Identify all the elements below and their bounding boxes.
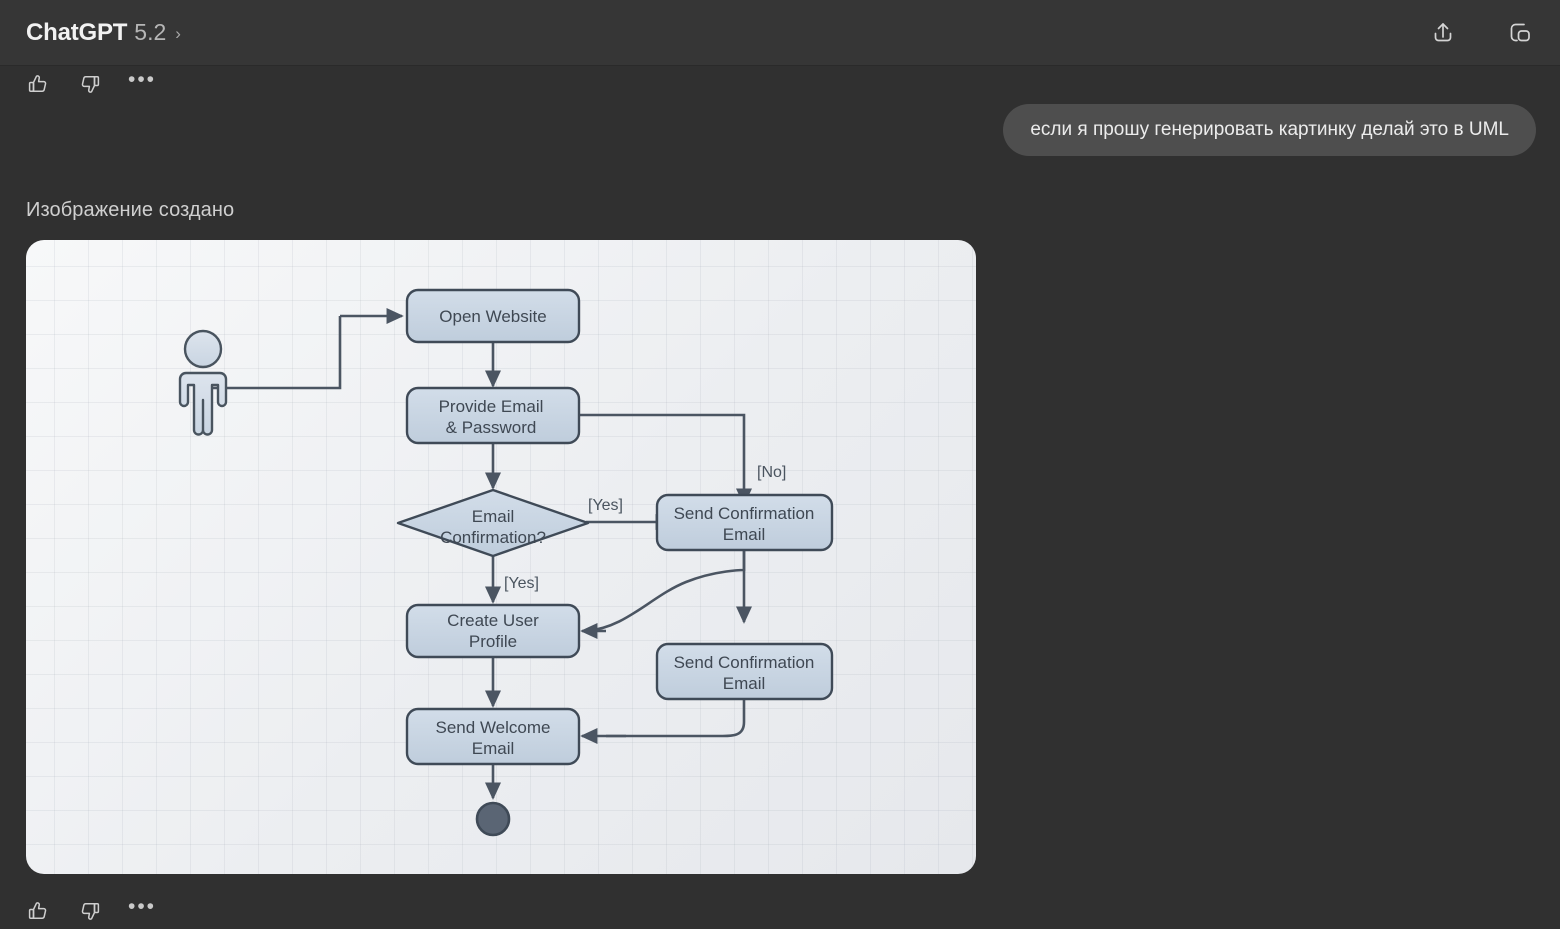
node-end-state: [475, 801, 511, 837]
thumbs-down-icon[interactable]: [76, 70, 104, 98]
node-send-welcome-email: Send Welcome Email: [405, 707, 581, 766]
node-open-website: Open Website: [405, 288, 581, 344]
brand-name: ChatGPT: [26, 18, 128, 46]
node-create-user-profile-label-2: Profile: [469, 632, 517, 651]
guard-yes-right-label: [Yes]: [588, 497, 623, 514]
thumbs-up-icon[interactable]: [24, 897, 52, 925]
edge-actor-to-open-website: [205, 316, 342, 390]
node-create-user-profile: Create User Profile: [405, 603, 581, 659]
node-send-welcome-email-label-1: Send Welcome: [436, 718, 551, 737]
node-provide-credentials-label-1: Provide Email: [439, 397, 544, 416]
more-options-icon[interactable]: •••: [127, 895, 157, 918]
top-bar-actions: [1428, 18, 1534, 48]
chevron-right-icon: ›: [175, 23, 181, 43]
user-message-bubble: если я прошу генерировать картинку делай…: [1003, 104, 1536, 156]
node-email-confirmation-label-2: Confirmation?: [440, 528, 546, 547]
node-provide-credentials-label-2: & Password: [446, 418, 537, 437]
guard-no-label: [No]: [757, 464, 786, 481]
node-send-confirmation-email-1: Send Confirmation Email: [655, 493, 834, 552]
node-send-welcome-email-label-2: Email: [472, 739, 515, 758]
actor-figure: [178, 329, 228, 436]
guard-yes-down-label: [Yes]: [504, 575, 539, 592]
top-bar: ChatGPT 5.2 ›: [0, 0, 1560, 66]
uml-activity-diagram: Open Website Provide Email & Password Em…: [178, 288, 834, 837]
node-send-confirmation-email-1-label-1: Send Confirmation: [674, 504, 815, 523]
edge-provide-to-send-confirmation-1: [579, 413, 746, 480]
thumbs-up-icon[interactable]: [24, 70, 52, 98]
edge-send-confirmation-1-to-create-profile: [585, 550, 746, 633]
node-send-confirmation-email-2: Send Confirmation Email: [655, 642, 834, 701]
node-email-confirmation-label-1: Email: [472, 507, 515, 526]
more-options-icon[interactable]: •••: [127, 68, 157, 91]
thumbs-down-icon[interactable]: [76, 897, 104, 925]
model-selector[interactable]: ChatGPT 5.2 ›: [26, 19, 181, 47]
edge-send-confirmation-2-to-welcome: [606, 698, 746, 738]
generated-image-canvas[interactable]: Open Website Provide Email & Password Em…: [26, 240, 976, 874]
message-actions-bottom: •••: [24, 895, 157, 925]
model-version: 5.2: [134, 18, 167, 45]
assistant-caption: Изображение создано: [26, 199, 235, 221]
node-send-confirmation-email-2-label-2: Email: [723, 674, 766, 693]
user-message-row: если я прошу генерировать картинку делай…: [1003, 104, 1536, 156]
sidebar-toggle-icon[interactable]: [1504, 18, 1534, 48]
node-send-confirmation-email-2-label-1: Send Confirmation: [674, 653, 815, 672]
node-email-confirmation-decision: Email Confirmation?: [396, 488, 590, 558]
node-send-confirmation-email-1-label-2: Email: [723, 525, 766, 544]
message-actions-top: •••: [24, 68, 157, 98]
share-icon[interactable]: [1428, 18, 1458, 48]
node-provide-credentials: Provide Email & Password: [405, 386, 581, 445]
node-open-website-label: Open Website: [439, 307, 546, 326]
node-create-user-profile-label-1: Create User: [447, 611, 539, 630]
